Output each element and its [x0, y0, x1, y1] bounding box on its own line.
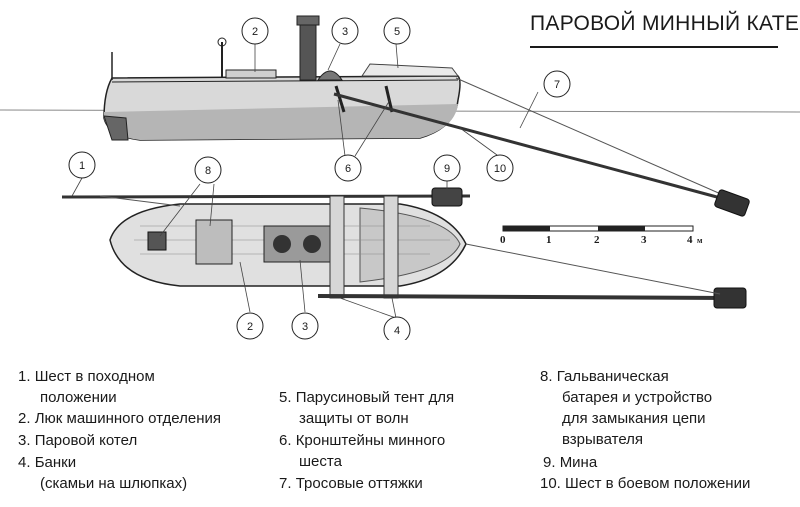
side-hull-shade: [104, 104, 458, 140]
plan-bench-2: [383, 195, 399, 299]
callout-8: 8: [194, 156, 222, 184]
svg-text:1: 1: [79, 160, 85, 172]
legend-item-4: 4. Банки (скамьи на шлюпках): [18, 454, 188, 492]
callout-5: 5: [383, 17, 411, 45]
svg-text:8: 8: [205, 165, 211, 177]
svg-text:2: 2: [252, 26, 258, 38]
svg-text:2: 2: [247, 321, 253, 333]
legend-item-7: 7. Тросовые оттяжки: [279, 475, 423, 492]
callout-3-bottom: 3: [291, 312, 319, 340]
side-funnel: [299, 23, 317, 81]
callout-4: 4: [383, 316, 411, 340]
scale-unit: м: [697, 236, 703, 245]
title-underline: [530, 46, 778, 48]
scale-tick-4: 4: [687, 234, 693, 246]
side-view-boat: [103, 15, 750, 217]
plan-mine-stowed: [431, 187, 463, 207]
legend-item-10: 10. Шест в боевом положении: [540, 475, 751, 492]
callout-7: 7: [543, 70, 571, 98]
legend-item-6: 6. Кронштейны минного шеста: [279, 432, 446, 470]
svg-text:7: 7: [554, 79, 560, 91]
svg-text:6: 6: [345, 163, 351, 175]
svg-text:3: 3: [342, 26, 348, 38]
leader-lines: [71, 43, 539, 319]
callout-10: 10: [486, 154, 514, 182]
diagram-title: ПАРОВОЙ МИННЫЙ КАТЕР: [530, 12, 800, 35]
scale-bar: 0 1 2 3 4 м: [500, 225, 703, 246]
svg-text:4: 4: [394, 325, 400, 337]
plan-bench-1: [329, 195, 345, 299]
plan-battery: [147, 231, 167, 251]
side-engine-hatch: [225, 69, 277, 79]
plan-engine-hatch: [195, 219, 233, 265]
scale-tick-2: 2: [594, 234, 600, 246]
svg-text:9: 9: [444, 163, 450, 175]
callout-3-top: 3: [331, 17, 359, 45]
plan-mine-combat: [713, 287, 747, 309]
side-pole: [333, 92, 729, 202]
side-mine: [714, 189, 750, 217]
plan-pole-stowed: [61, 194, 471, 199]
svg-text:5: 5: [394, 26, 400, 38]
legend-item-2: 2. Люк машинного отделения: [18, 410, 222, 427]
legend-item-9: 9. Мина: [543, 454, 598, 471]
legend-item-3: 3. Паровой котел: [18, 432, 138, 449]
svg-text:3: 3: [302, 321, 308, 333]
legend-item-5: 5. Парусиновый тент для защиты от волн: [279, 389, 455, 427]
callouts: 2 3 5 7 6 10 1 8 9 2 3 4: [68, 17, 571, 340]
legend-item-1: 1. Шест в походном положении: [18, 368, 155, 406]
boat-drawing: 0 1 2 3 4 м 2 3 5 7 6: [0, 15, 800, 340]
side-stay: [455, 77, 731, 199]
plan-view-boat: [61, 187, 747, 309]
scale-tick-1: 1: [546, 234, 552, 246]
callout-1: 1: [68, 151, 96, 179]
callout-6: 6: [334, 154, 362, 182]
callout-2-top: 2: [241, 17, 269, 45]
plan-pole-combat: [317, 294, 729, 300]
legend-item-8: 8. Гальваническая батарея и устройство д…: [540, 368, 713, 448]
side-tent: [361, 63, 459, 77]
svg-text:10: 10: [494, 163, 506, 175]
scale-tick-0: 0: [500, 234, 506, 246]
scale-tick-3: 3: [641, 234, 647, 246]
callout-9: 9: [433, 154, 461, 182]
callout-2-bottom: 2: [236, 312, 264, 340]
